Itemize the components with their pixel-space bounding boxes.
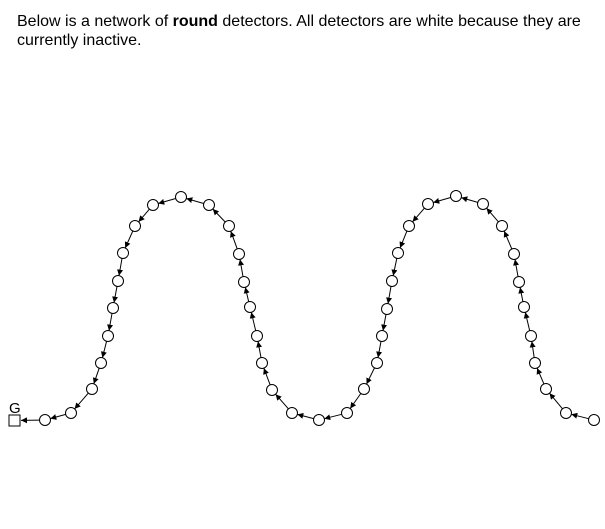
link-arrow-24 [376, 341, 383, 358]
link-arrow-40 [571, 412, 589, 420]
network-links [20, 196, 589, 424]
detector-7[interactable] [112, 275, 124, 287]
link-arrow-31 [461, 196, 478, 203]
link-arrow-10 [158, 198, 176, 205]
link-arrow-35 [518, 287, 525, 302]
link-arrow-1 [50, 413, 66, 420]
detector-1[interactable] [39, 414, 51, 426]
link-arrow-9 [138, 208, 150, 223]
instructions-bold-word: round [172, 13, 218, 30]
link-arrow-17 [256, 341, 263, 358]
link-arrow-14 [238, 259, 244, 277]
detector-5[interactable] [102, 330, 114, 342]
detector-37[interactable] [525, 330, 537, 342]
detector-18[interactable] [256, 357, 268, 369]
link-arrow-8 [124, 230, 134, 249]
link-arrow-4 [100, 341, 108, 358]
link-arrow-39 [549, 392, 563, 410]
detector-29[interactable] [403, 220, 415, 232]
instructions-after: detectors. All detectors are white becau… [17, 13, 581, 49]
link-arrow-20 [297, 412, 314, 420]
link-arrow-38 [536, 367, 545, 385]
link-arrow-26 [386, 286, 392, 304]
instructions-before: Below is a network of [17, 13, 173, 30]
goal-node: G [8, 400, 21, 427]
detector-25[interactable] [376, 330, 388, 342]
link-arrow-16 [249, 312, 257, 331]
detector-12[interactable] [203, 199, 215, 211]
link-arrow-19 [275, 393, 289, 410]
link-arrow-23 [366, 367, 375, 385]
detector-4[interactable] [95, 357, 107, 369]
link-arrow-15 [243, 287, 250, 302]
detector-41[interactable] [588, 414, 600, 426]
detector-8[interactable] [117, 247, 129, 259]
detector-21[interactable] [313, 414, 325, 426]
goal-square [8, 414, 21, 427]
link-arrow-27 [391, 258, 398, 276]
link-arrow-28 [399, 230, 408, 249]
link-arrow-2 [74, 392, 89, 410]
detector-19[interactable] [266, 384, 278, 396]
link-arrow-5 [107, 313, 113, 331]
detector-13[interactable] [223, 220, 235, 232]
detector-31[interactable] [450, 190, 462, 202]
detector-28[interactable] [392, 247, 404, 259]
link-arrow-22 [349, 393, 362, 409]
link-arrow-3 [92, 368, 100, 384]
link-arrow-36 [523, 312, 531, 331]
link-arrow-32 [486, 207, 499, 223]
link-arrow-25 [381, 314, 388, 331]
link-arrow-29 [412, 207, 425, 223]
detector-33[interactable] [496, 220, 508, 232]
detector-20[interactable] [286, 407, 298, 419]
link-arrow-18 [263, 368, 271, 385]
detector-39[interactable] [540, 383, 552, 395]
detector-32[interactable] [477, 198, 489, 210]
goal-label: G [9, 400, 21, 417]
link-arrow-13 [230, 231, 238, 249]
detector-34[interactable] [508, 248, 520, 260]
detector-30[interactable] [422, 198, 434, 210]
detector-2[interactable] [65, 407, 77, 419]
link-arrow-7 [117, 258, 123, 276]
detector-27[interactable] [386, 275, 398, 287]
detector-22[interactable] [341, 407, 353, 419]
link-arrow-34 [513, 259, 519, 277]
detector-17[interactable] [251, 330, 263, 342]
link-arrow-21 [324, 413, 342, 421]
network-nodes [39, 190, 600, 426]
detector-40[interactable] [560, 407, 572, 419]
detector-16[interactable] [244, 301, 256, 313]
detector-3[interactable] [86, 383, 98, 395]
detector-35[interactable] [513, 276, 525, 288]
link-arrow-30 [433, 197, 451, 204]
detector-15[interactable] [238, 276, 250, 288]
detector-10[interactable] [147, 199, 159, 211]
detector-6[interactable] [107, 302, 119, 314]
detector-23[interactable] [358, 383, 370, 395]
link-arrow-11 [186, 197, 204, 204]
detector-38[interactable] [529, 357, 541, 369]
detector-9[interactable] [129, 220, 141, 232]
link-arrow-37 [529, 341, 536, 358]
instructions-text: Below is a network of round detectors. A… [17, 12, 597, 50]
detector-26[interactable] [381, 303, 393, 315]
detector-36[interactable] [518, 301, 530, 313]
link-arrow-33 [503, 230, 513, 250]
detector-24[interactable] [371, 357, 383, 369]
detector-14[interactable] [233, 248, 245, 260]
link-arrow-12 [212, 208, 226, 223]
link-arrow-6 [112, 286, 119, 303]
detector-11[interactable] [175, 191, 187, 203]
